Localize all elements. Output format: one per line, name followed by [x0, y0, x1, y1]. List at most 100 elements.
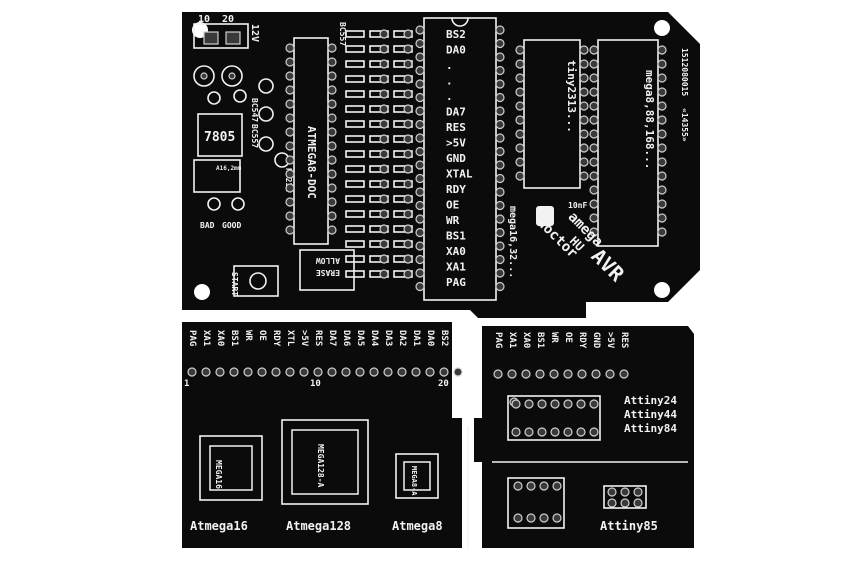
pin-label: PAG	[446, 276, 466, 289]
mega8-chip-label: MEGA8-A	[410, 466, 418, 496]
allow-label: ALLOW	[316, 256, 340, 265]
pad	[657, 59, 667, 69]
pad	[589, 171, 599, 181]
header-pin-label: XA0	[521, 332, 531, 348]
mount-hole-tr	[654, 20, 670, 36]
header-pin-label: BS1	[535, 332, 545, 348]
header-pad	[577, 369, 587, 379]
regulator-outline	[197, 113, 243, 157]
pad	[576, 427, 586, 437]
pad	[285, 99, 295, 109]
pin-label: BS2	[446, 28, 466, 41]
pad	[379, 134, 389, 144]
pad	[511, 399, 521, 409]
pad	[327, 71, 337, 81]
resistor	[345, 225, 365, 233]
mount-hole-bl	[194, 284, 210, 300]
pad	[657, 45, 667, 55]
start-label: START	[230, 272, 239, 296]
header-pin-label: GND	[591, 332, 601, 349]
pad	[589, 45, 599, 55]
tiny2313-label: tiny2313...	[565, 60, 578, 133]
pad	[495, 65, 505, 76]
pad	[589, 59, 599, 69]
header-pad	[521, 369, 531, 379]
pad	[579, 45, 589, 55]
pad	[657, 143, 667, 153]
resistor	[345, 270, 365, 278]
pad	[495, 25, 505, 35]
pad	[285, 225, 295, 235]
pad	[327, 211, 337, 221]
header-pin-label: RES	[313, 330, 323, 346]
pad	[657, 87, 667, 97]
header-pin-label: DA7	[327, 330, 337, 346]
resistor	[345, 165, 365, 173]
header-pad	[453, 367, 463, 377]
pad	[537, 427, 547, 437]
header-pad	[355, 367, 365, 377]
bad-label: BAD	[200, 221, 215, 230]
resistor	[345, 195, 365, 203]
pin-label: WR	[446, 214, 460, 227]
pad	[415, 187, 425, 197]
cap-label: 10nF	[568, 201, 587, 210]
header-pad	[535, 369, 545, 379]
resistor	[345, 210, 365, 218]
connector-20-label: 20	[222, 14, 234, 25]
pad	[379, 149, 389, 159]
pad	[539, 481, 549, 491]
right-header-pads	[493, 369, 643, 523]
pin-label: DA0	[446, 44, 466, 57]
pad	[524, 399, 534, 409]
mega128-footprint	[281, 419, 369, 505]
rs232-label: RS232	[284, 168, 293, 192]
pad	[657, 73, 667, 83]
regulator-label: 7805	[204, 130, 235, 145]
pad	[415, 65, 425, 76]
bc-label-3: BC557	[250, 124, 259, 148]
pad	[579, 143, 589, 153]
resistor	[345, 90, 365, 98]
header-pin-label: XA1	[201, 330, 211, 346]
pad	[379, 44, 389, 54]
attiny24-label: Attiny24	[624, 394, 677, 407]
header-pin-label: PAG	[493, 332, 503, 348]
pad	[657, 115, 667, 125]
pad	[657, 185, 667, 195]
pad	[657, 171, 667, 181]
pad	[495, 281, 505, 292]
pad	[657, 227, 667, 237]
pad	[579, 129, 589, 139]
attiny85-socket	[507, 477, 565, 529]
header-pad	[591, 369, 601, 379]
header-pin-label: DA5	[355, 330, 365, 346]
pad	[589, 143, 599, 153]
header-pad	[201, 367, 211, 377]
bc-label-2: BC547	[250, 98, 259, 122]
pad	[526, 513, 536, 523]
pad	[539, 513, 549, 523]
pad	[403, 149, 413, 159]
header-pin-label: BS2	[439, 330, 449, 346]
pad	[495, 133, 505, 143]
pad	[415, 227, 425, 238]
header-pin-label: BS1	[229, 330, 239, 346]
pad	[403, 269, 413, 279]
pad	[415, 173, 425, 184]
pad	[285, 169, 295, 179]
top-board	[182, 12, 700, 318]
bc-label-1: BC557	[338, 22, 347, 46]
pad	[563, 399, 573, 409]
header-pad	[397, 367, 407, 377]
resistor	[345, 105, 365, 113]
pad	[415, 146, 425, 157]
pad	[579, 115, 589, 125]
resistor	[345, 45, 365, 53]
pad	[589, 129, 599, 139]
pad	[495, 38, 505, 49]
pin-label: OE	[446, 199, 459, 212]
tiny2313-socket	[523, 39, 581, 189]
